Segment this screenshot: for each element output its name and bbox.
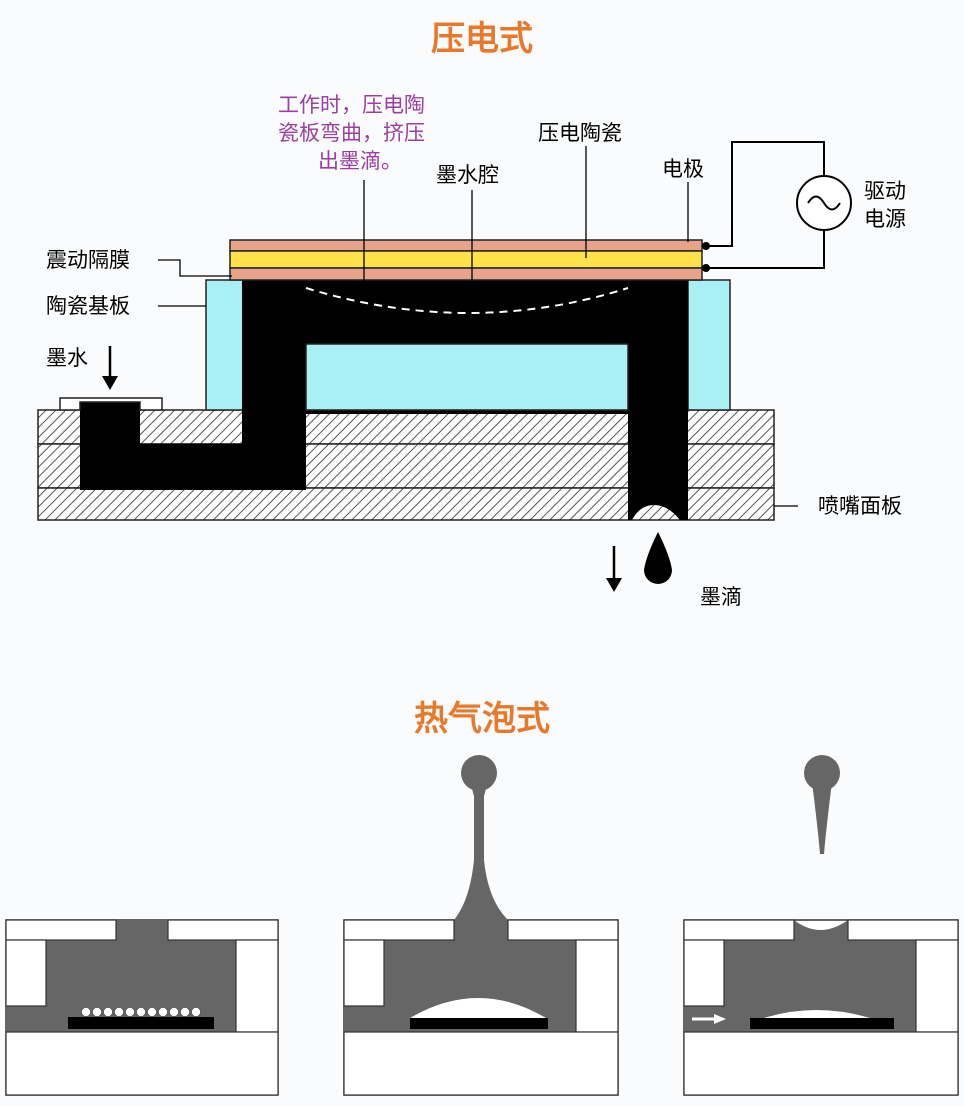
label-nozzle-plate: 喷嘴面板 [818,494,902,518]
ink-arrow-icon [102,346,118,390]
annotation-line-1: 工作时，压电陶 [278,93,425,117]
ink-inlet-cap [59,397,163,411]
piezo-title: 压电式 [431,19,533,59]
label-vibration-membrane: 震动隔膜 [46,248,130,272]
label-drive-source-2: 电源 [864,207,906,231]
label-ink-chamber: 墨水腔 [436,163,499,187]
label-piezo-ceramic: 压电陶瓷 [538,121,622,145]
label-ink-drop: 墨滴 [700,585,742,609]
drop-arrow-icon [606,546,622,592]
bend-dashed-line [305,287,629,314]
label-ceramic-substrate: 陶瓷基板 [46,294,130,318]
inner-ceramic-block [305,343,629,411]
ac-source-icon [796,175,852,231]
bubble-section: 热气泡式 [5,699,959,1096]
label-drive-source-1: 驱动 [864,179,906,203]
drive-circuit [702,141,852,272]
leader-lines [158,146,798,507]
ceramic-substrate [205,279,731,411]
droplet-ejection-icon [683,755,959,1096]
label-electrode: 电极 [662,157,704,181]
label-ink: 墨水 [46,346,88,370]
annotation-line-3: 出墨滴。 [318,149,402,173]
ink-drop-icon [644,532,672,584]
piezo-stack [229,239,703,281]
bubble-expansion-icon [343,755,619,1096]
piezo-annotation: 工作时，压电陶 瓷板弯曲，挤压 出墨滴。 [278,93,425,173]
bubble-title: 热气泡式 [414,699,550,739]
piezo-section: 压电式 工作时，压电陶 瓷板弯曲，挤压 出墨滴。 [37,19,906,609]
annotation-line-2: 瓷板弯曲，挤压 [278,121,425,145]
bubble-nucleation-icon [5,919,279,1096]
